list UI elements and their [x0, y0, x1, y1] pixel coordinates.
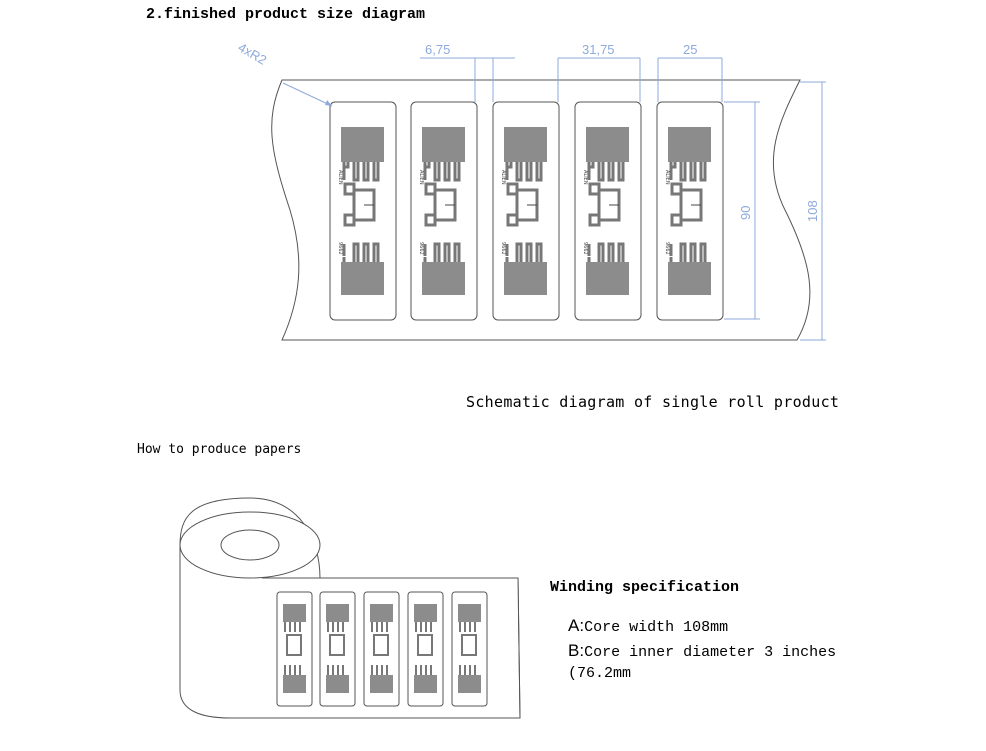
height-label: 90	[738, 206, 753, 220]
gap-label: 6,75	[425, 42, 450, 57]
spec-b-continued: (76.2mm	[568, 665, 632, 682]
spec-a-text: Core width 108mm	[584, 619, 729, 636]
winding-title: Winding specification	[550, 579, 740, 596]
width-label: 25	[683, 42, 697, 57]
spec-b-text: Core inner diameter 3 inches	[584, 644, 837, 661]
spec-a-key: A:	[568, 616, 585, 635]
pitch-label: 31,75	[582, 42, 615, 57]
radius-label: 4xR2	[236, 40, 270, 68]
roll-caption: Schematic diagram of single roll product	[466, 393, 840, 411]
roll-illustration	[179, 497, 521, 719]
spec-core-width: A:Core width 108mm	[568, 616, 728, 636]
diagram-title: 2.finished product size diagram	[146, 6, 426, 23]
produce-label: How to produce papers	[137, 442, 302, 457]
roll-width-label: 108	[805, 200, 820, 222]
spec-b-key: B:	[568, 641, 585, 660]
dimension-lines	[282, 57, 826, 341]
spec-core-diameter: B:Core inner diameter 3 inches	[568, 641, 836, 661]
